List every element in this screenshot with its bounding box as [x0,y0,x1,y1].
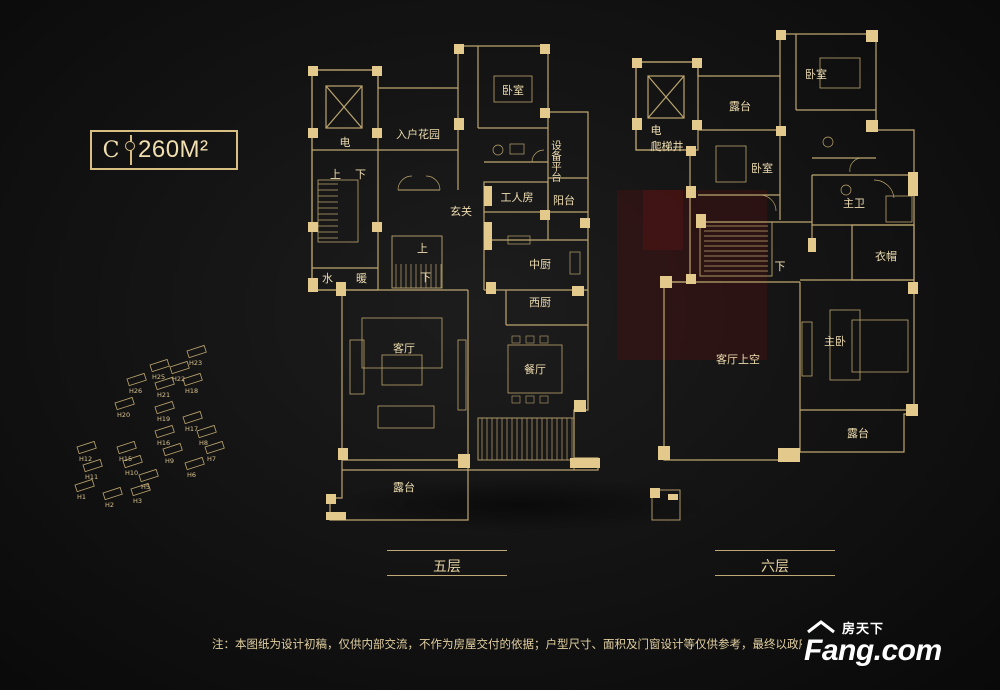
site-building-label: H7 [207,455,216,463]
label-up-5b: 上 [417,242,428,255]
sixth-floor-label: 六层 [761,559,789,575]
site-building [186,344,207,359]
fifth-floor-columns [308,44,600,520]
label-elevator-6: 电 [651,124,662,137]
site-building-label: H11 [85,473,98,481]
site-building-label: H21 [157,391,170,399]
label-entry-garden: 入户花园 [396,127,440,141]
site-building-label: H6 [187,471,196,479]
site-building [154,376,175,391]
label-chinese-kitchen: 中厨 [529,258,551,271]
disclaimer-note: 注：本图纸为设计初稿，仅供内部交流，不作为房屋交付的依据；户型尺寸、面积及门窗设… [212,637,802,651]
label-down-6: 下 [775,260,786,273]
brand-site: Fang.com [804,634,942,667]
site-building [122,454,143,469]
site-building [154,424,175,439]
label-elevator-5: 电 [340,136,351,149]
site-building [116,440,137,455]
label-dining-room: 餐厅 [524,362,546,376]
site-building-label: H1 [77,493,86,501]
site-building [130,482,151,497]
label-down-5a: 下 [355,168,366,181]
label-terrace-5: 露台 [393,480,415,494]
label-western-kitchen: 西厨 [529,296,551,309]
label-heating: 暖 [356,272,367,285]
site-building-label: H17 [185,425,198,433]
site-building [102,486,123,501]
site-building [204,440,225,455]
label-master-bedroom: 主卧 [824,335,846,348]
site-building-label: H19 [157,415,170,423]
site-building-label: H18 [185,387,198,395]
label-living-room: 客厅 [393,341,415,355]
site-building [184,456,205,471]
site-building-label: H16 [157,439,170,447]
site-building [138,468,159,483]
site-building-label: H15 [119,455,132,463]
label-foyer: 玄关 [450,204,472,218]
label-up-5a: 上 [330,168,341,181]
site-building [114,396,135,411]
site-building [162,442,183,457]
sixth-floor-rule [715,550,835,551]
site-building [182,410,203,425]
site-building [76,440,97,455]
label-bedroom-6-top: 卧室 [805,67,827,81]
site-building-label: H9 [165,457,174,465]
unit-type-badge: C 260M² [90,130,238,170]
unit-area: 260M² [138,136,209,163]
label-balcony: 阳台 [553,193,575,207]
site-building-label: H10 [125,469,138,477]
site-building [82,458,103,473]
label-down-5b: 下 [420,271,431,284]
site-building-label: H26 [129,387,142,395]
label-living-void: 客厅上空 [716,352,760,366]
fifth-floor-rule [387,550,507,551]
site-building-label: H23 [189,359,202,367]
fifth-floor-label: 五层 [433,559,461,575]
site-building-label: H8 [199,439,208,447]
site-building-label: H20 [117,411,130,419]
label-equipment-platform: 设备平台 [550,140,562,183]
label-closet: 衣帽 [875,249,897,263]
site-building-label: H25 [152,373,165,381]
label-terrace-6-top: 露台 [729,99,751,113]
label-bedroom-6-mid: 卧室 [751,161,773,175]
brand-name: 房天下 [842,622,885,637]
site-building-label: H5 [141,483,150,491]
unit-type-code: C [102,137,120,163]
brand-logo: 房天下 Fang.com [800,618,990,678]
site-building-label: H12 [79,455,92,463]
site-building [126,372,147,387]
site-building [154,400,175,415]
label-master-bath: 主卫 [843,197,865,210]
brand-roof-icon [807,620,835,634]
site-building [74,478,95,493]
site-building [149,358,170,373]
site-building [196,424,217,439]
site-building-label: H3 [133,497,142,505]
label-worker-room: 工人房 [501,191,534,204]
label-terrace-6-bottom: 露台 [847,426,869,440]
site-building [182,372,203,387]
label-water: 水 [322,272,333,285]
site-building-label: H22 [172,375,185,383]
unit-type-divider [125,135,135,165]
fifth-floor-plan [311,45,599,521]
site-building [169,360,190,375]
label-bedroom-5: 卧室 [502,83,524,97]
label-elevator-shaft: 爬梯井 [651,139,684,153]
site-building-label: H2 [105,501,114,509]
sixth-floor-columns [632,30,918,500]
